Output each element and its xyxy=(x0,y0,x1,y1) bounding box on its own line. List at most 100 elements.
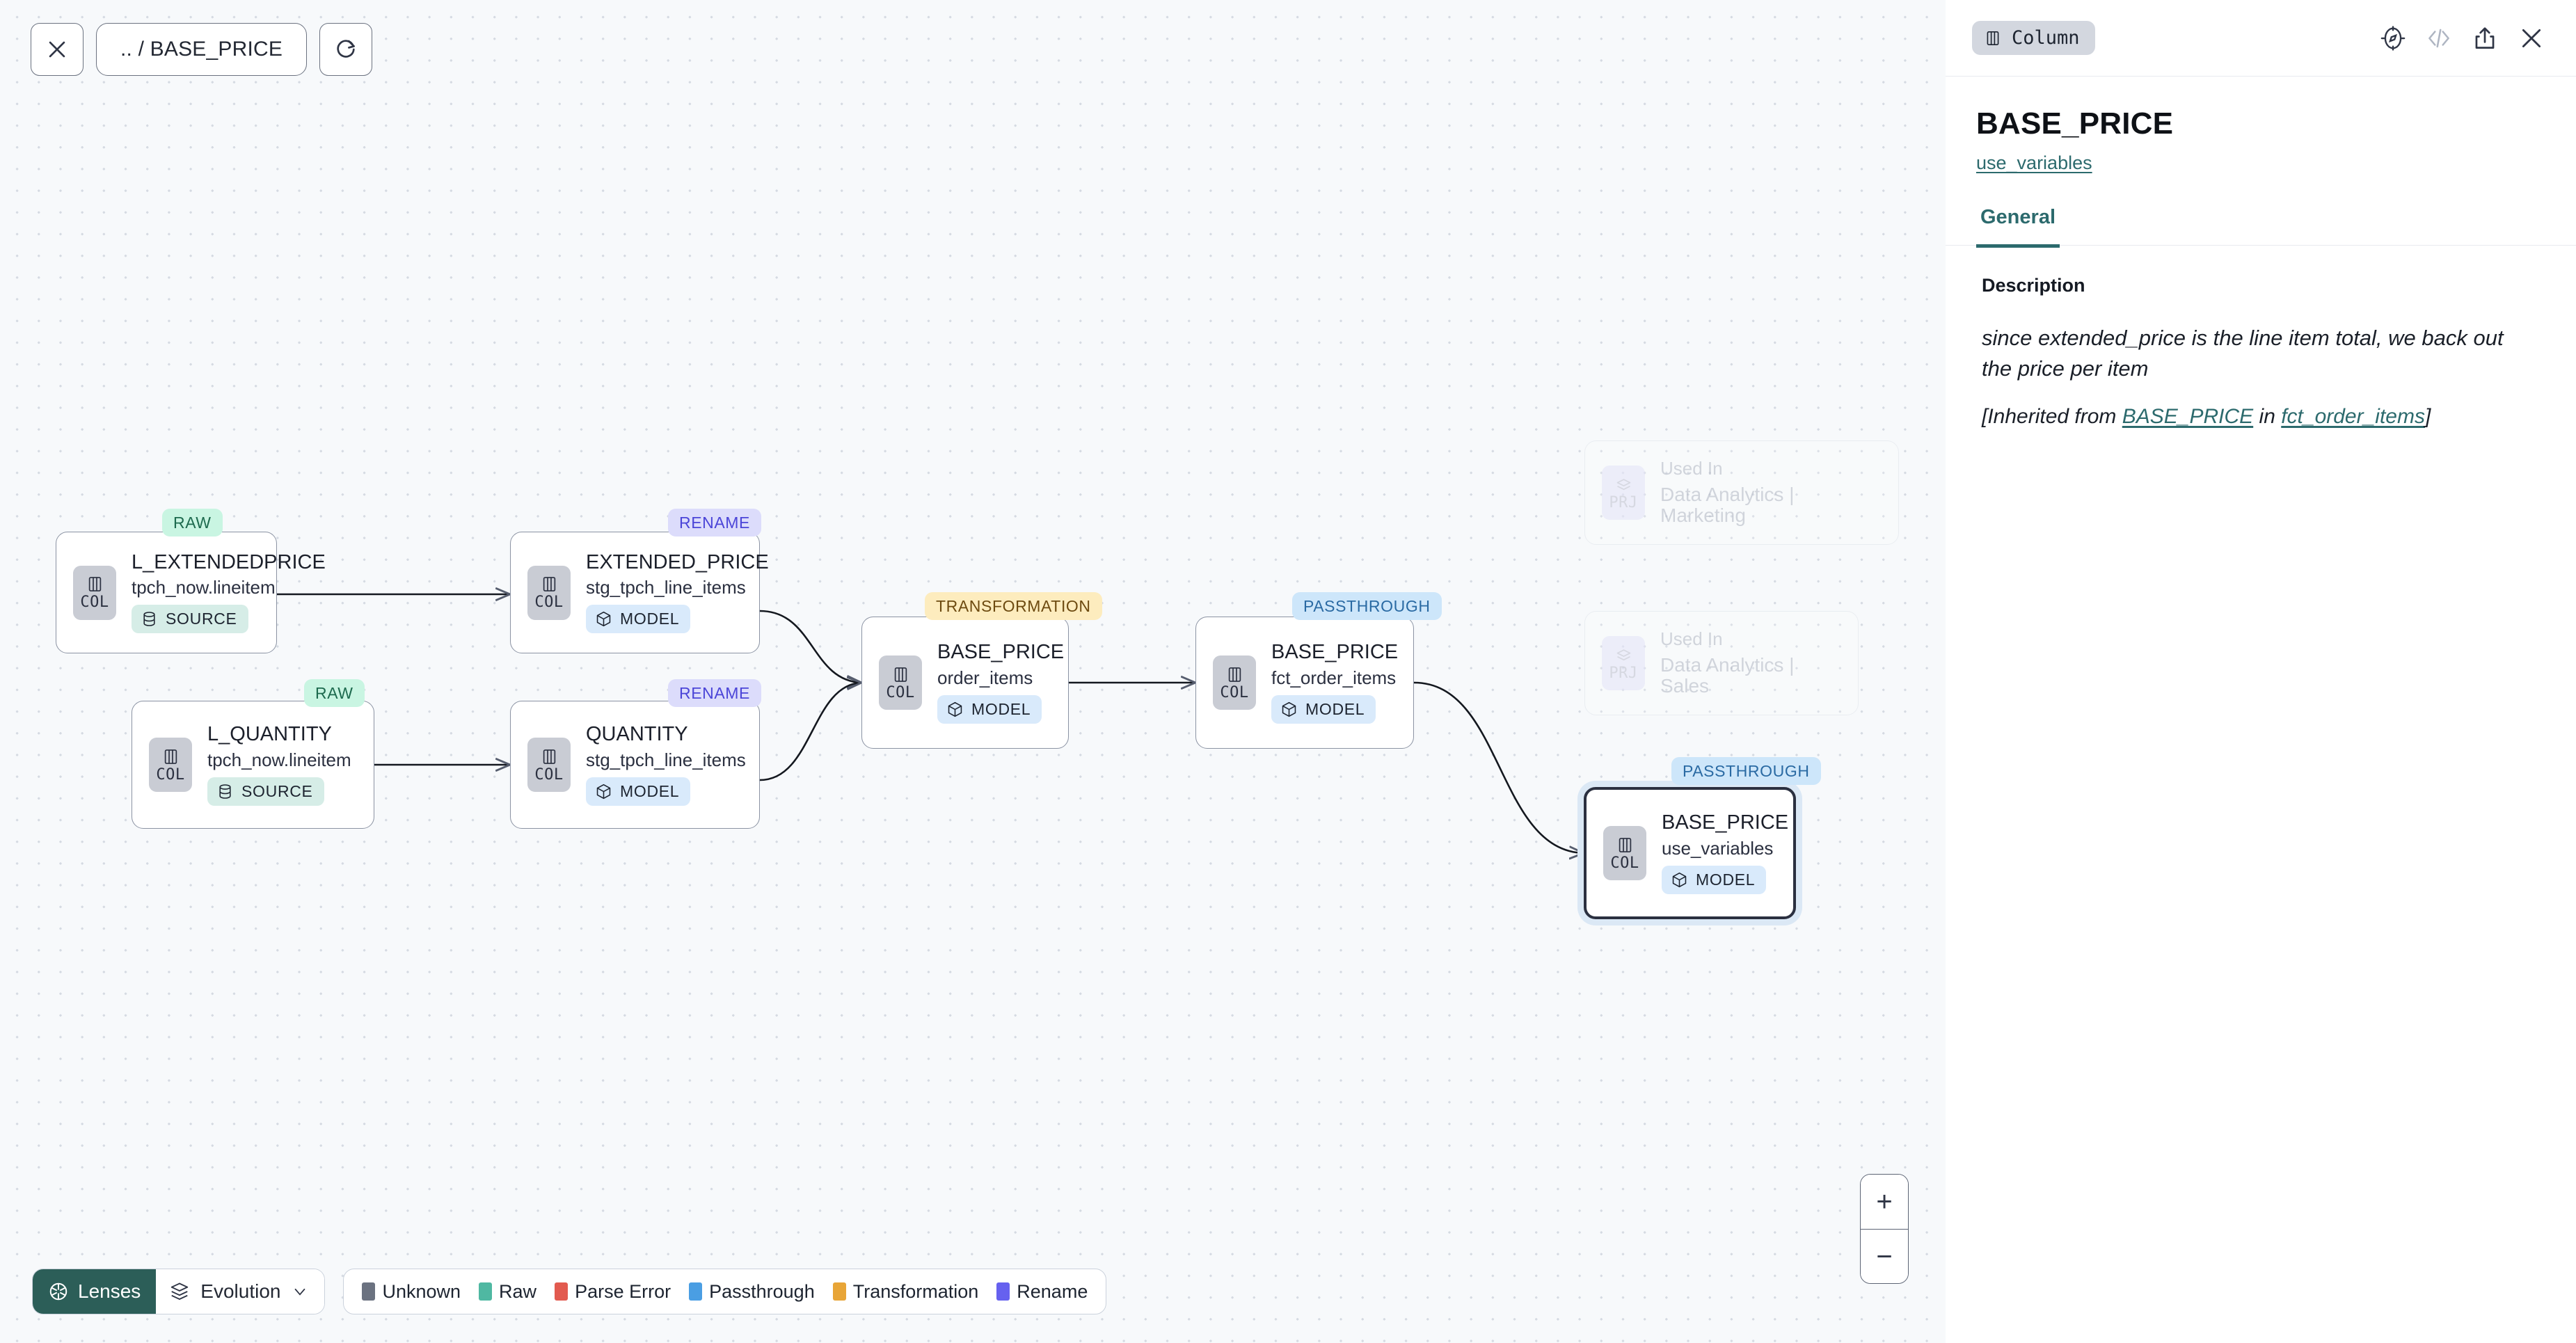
lineage-canvas[interactable]: .. / BASE_PRICE xyxy=(0,0,1946,1343)
panel-tabs: General xyxy=(1946,206,2576,248)
refresh-button[interactable] xyxy=(319,23,373,76)
legend-swatch xyxy=(689,1282,703,1301)
node-kind-badge: COL xyxy=(1213,655,1256,710)
cube-icon xyxy=(1672,872,1687,887)
legend-label: Parse Error xyxy=(575,1280,671,1302)
used-in-value: Data Analytics | Marketing xyxy=(1660,483,1795,527)
cube-icon xyxy=(596,612,611,627)
node-kind-badge: COL xyxy=(527,738,571,792)
node-subtitle: stg_tpch_line_items xyxy=(586,577,746,598)
entity-type-chip[interactable]: Column xyxy=(1972,21,2095,55)
node-materialization-label: MODEL xyxy=(1305,699,1365,718)
legend-swatch xyxy=(479,1282,493,1301)
lenses-group: Lenses Evolution xyxy=(32,1269,326,1314)
node-kind-label: COL xyxy=(1610,854,1639,872)
close-icon[interactable] xyxy=(2518,24,2545,52)
node-kind-label: COL xyxy=(1220,683,1249,701)
node-materialization-label: SOURCE xyxy=(166,610,237,628)
aperture-icon xyxy=(49,1282,67,1301)
zoom-out-button[interactable]: − xyxy=(1861,1229,1908,1283)
node-kind-tag-fct_order_items: PASSTHROUGH xyxy=(1292,592,1442,621)
explore-compass-icon[interactable] xyxy=(2380,25,2406,51)
node-materialization-badge: SOURCE xyxy=(207,777,324,806)
node-materialization-label: MODEL xyxy=(620,781,680,800)
used-in-label: Used In xyxy=(1660,628,1723,649)
node-title: L_QUANTITY xyxy=(207,723,332,746)
node-subtitle: fct_order_items xyxy=(1271,667,1397,688)
legend-swatch xyxy=(996,1282,1010,1301)
parent-model-link[interactable]: use_variables xyxy=(1976,152,2092,173)
node-kind-tag-order_items: TRANSFORMATION xyxy=(925,592,1102,621)
legend-item-parse-error[interactable]: Parse Error xyxy=(555,1281,671,1303)
close-button[interactable] xyxy=(31,23,84,76)
close-icon xyxy=(49,41,65,58)
inherited-mid: in xyxy=(2253,405,2282,429)
tab-general[interactable]: General xyxy=(1976,206,2060,248)
zoom-in-button[interactable]: + xyxy=(1861,1175,1908,1229)
details-panel: Column xyxy=(1946,0,2576,1343)
inherited-model-link[interactable]: fct_order_items xyxy=(2281,405,2425,429)
node-kind-badge: COL xyxy=(149,738,192,792)
legend-item-rename[interactable]: Rename xyxy=(996,1281,1088,1303)
page-title: BASE_PRICE xyxy=(1976,106,2174,141)
entity-type-label: Column xyxy=(2012,27,2080,49)
node-kind-badge: COL xyxy=(1603,826,1646,880)
node-materialization-label: MODEL xyxy=(1696,870,1756,889)
node-kind-label: COL xyxy=(534,594,564,611)
node-kind-tag-l_extendedprice: RAW xyxy=(162,509,223,537)
node-subtitle: tpch_now.lineitem xyxy=(132,577,276,598)
legend-item-raw[interactable]: Raw xyxy=(479,1281,536,1303)
node-kind-badge: COL xyxy=(527,565,571,620)
legend-swatch xyxy=(832,1282,846,1301)
panel-header-actions xyxy=(2380,24,2545,52)
stack-icon xyxy=(1616,649,1630,660)
evolution-label: Evolution xyxy=(200,1280,281,1302)
layers-icon xyxy=(171,1282,189,1300)
description-body: since extended_price is the line item to… xyxy=(1982,326,2504,381)
legend-item-unknown[interactable]: Unknown xyxy=(362,1281,461,1303)
evolution-dropdown[interactable]: Evolution xyxy=(156,1269,325,1314)
node-materialization-badge: MODEL xyxy=(1271,694,1376,724)
column-icon xyxy=(1987,31,1999,45)
lineage-legend: Unknown Raw Parse Error Passthrough Transfor… xyxy=(343,1269,1107,1314)
node-subtitle: use_variables xyxy=(1662,837,1774,859)
share-icon[interactable] xyxy=(2472,25,2498,51)
cube-icon xyxy=(596,784,611,799)
column-icon xyxy=(543,749,555,764)
chevron-down-icon xyxy=(295,1288,305,1296)
column-icon xyxy=(1228,667,1241,682)
breadcrumb[interactable]: .. / BASE_PRICE xyxy=(96,23,308,76)
inherited-column-link[interactable]: BASE_PRICE xyxy=(2122,405,2254,429)
node-kind-label: COL xyxy=(80,594,109,611)
project-kind-badge: PRJ xyxy=(1602,466,1645,520)
code-icon[interactable] xyxy=(2426,25,2452,51)
legend-item-passthrough[interactable]: Passthrough xyxy=(689,1281,815,1303)
edge-quantity-to-orderitems xyxy=(759,683,861,781)
node-materialization-badge: SOURCE xyxy=(132,605,248,634)
legend-item-transformation[interactable]: Transformation xyxy=(832,1281,978,1303)
node-title: BASE_PRICE xyxy=(1271,641,1399,664)
node-kind-tag-use_variables: PASSTHROUGH xyxy=(1671,757,1821,786)
lenses-button[interactable]: Lenses xyxy=(33,1269,157,1314)
